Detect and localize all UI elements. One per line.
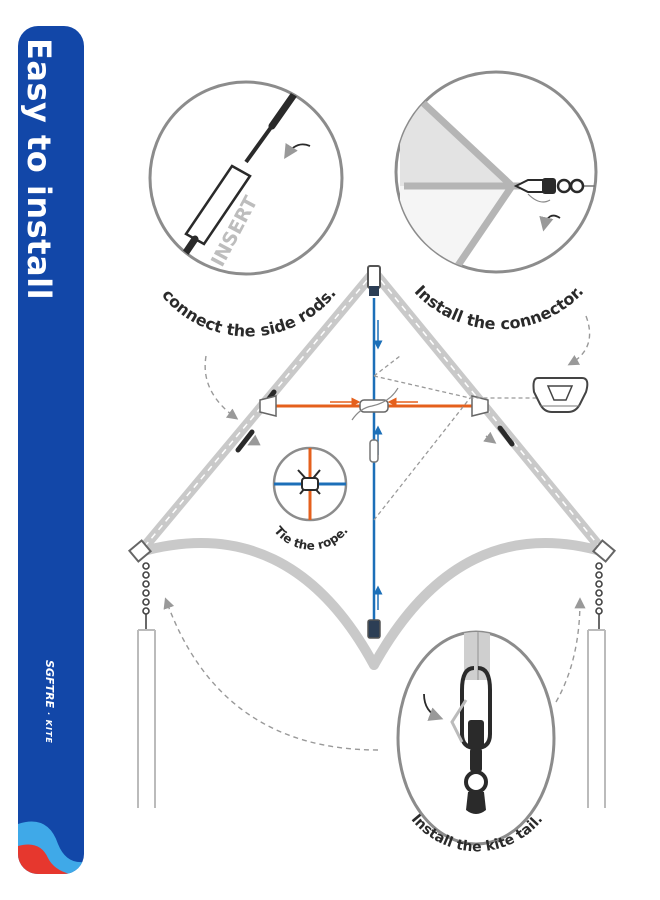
caption-tie-rope: Tie the rope.: [271, 524, 350, 553]
bridle-line-lower: [373, 397, 471, 521]
right-rod-joint: [497, 425, 515, 447]
spine-connector: [369, 439, 379, 463]
left-edge-stitching: [139, 271, 375, 553]
snap-swivel-icon: [513, 178, 585, 203]
arrow-to-connector: [567, 315, 591, 366]
wing-tips: [127, 539, 617, 808]
edge-detail-upper: [417, 97, 515, 189]
arrow-to-side-rod: [204, 355, 239, 420]
bridle-line-nose: [373, 355, 401, 377]
rod-hint-arrow-right: [483, 431, 497, 444]
arrow-tail-left: [163, 597, 379, 751]
cross-spar: [259, 387, 489, 421]
knot-icon: [297, 469, 321, 495]
ferrule-inner: [219, 175, 251, 221]
left-trailing-edge: [135, 538, 379, 670]
caption-connect-rods: connect the side rods.: [158, 284, 340, 341]
rod-hint-arrow: [247, 434, 261, 446]
kite-frame: [135, 267, 609, 670]
side-banner: [18, 26, 84, 874]
tail-curved-arrow: [423, 693, 444, 721]
left-tail-chain: [142, 562, 150, 630]
bridle-lines: [373, 355, 540, 521]
right-edge-stitching: [373, 271, 605, 553]
corner-wave-decoration: [18, 821, 84, 874]
snap-swivel-tail-icon: [450, 666, 492, 814]
step-install-kite-tail: Install the kite tail.: [396, 630, 556, 855]
step-tie-rope: Tie the rope.: [271, 446, 351, 553]
spine-rod: [367, 265, 383, 639]
nose-cap: [367, 265, 381, 289]
right-tail-chain: [595, 562, 603, 630]
spar-right-fitting: [471, 395, 489, 417]
upper-rod-tip: [244, 124, 274, 164]
spar-left-fitting: [259, 395, 277, 417]
caption-install-connector: Install the connector.: [411, 281, 587, 333]
right-tail-ribbon: [587, 629, 606, 808]
left-tail-ribbon: [137, 629, 156, 808]
line-winder-icon: [532, 377, 589, 413]
right-trailing-edge: [369, 538, 609, 670]
curved-arrow-icon: [284, 143, 311, 160]
nose-cap-end: [369, 286, 379, 296]
sail-panel-upper: [400, 100, 510, 186]
arrow-tail-right: [555, 597, 586, 703]
step-connect-side-rods: INSERT connect the side rods.: [148, 80, 344, 341]
tail-cap: [367, 619, 381, 639]
ferrule-sleeve: [184, 164, 252, 246]
guide-arrows: [163, 315, 591, 751]
bridle-loop: [351, 387, 399, 421]
left-wing-tip-cap: [127, 539, 153, 563]
right-wing-tip-cap: [591, 539, 617, 563]
step-install-connector: Install the connector.: [394, 70, 598, 333]
connector-curved-arrow: [539, 214, 561, 232]
